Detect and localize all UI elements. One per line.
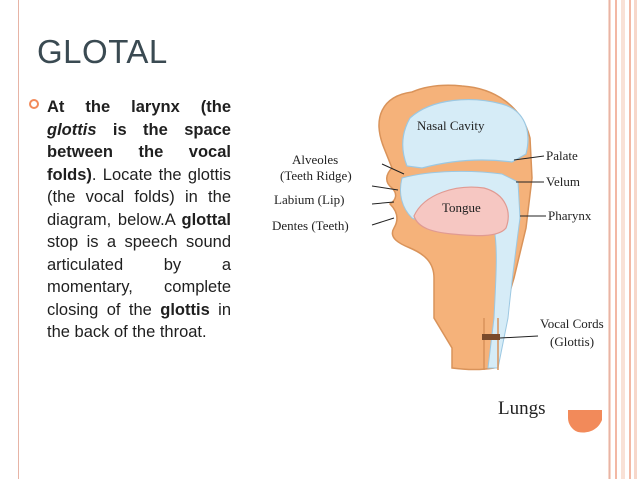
label-glottis: (Glottis) bbox=[550, 334, 594, 349]
label-teeth-ridge: (Teeth Ridge) bbox=[280, 168, 352, 183]
label-palate: Palate bbox=[546, 148, 578, 163]
bullet-icon bbox=[29, 99, 39, 109]
label-alveoles: Alveoles bbox=[292, 152, 338, 167]
label-labium: Labium (Lip) bbox=[274, 192, 344, 207]
text-segment-1b: is the space between the vocal folds) bbox=[47, 120, 231, 184]
label-tongue: Tongue bbox=[442, 200, 481, 215]
body-paragraph: At the larynx (the glottis is the space … bbox=[47, 96, 231, 344]
label-pharynx: Pharynx bbox=[548, 208, 592, 223]
glottal-bold: glottal bbox=[181, 210, 232, 229]
slide-title: GLOTAL bbox=[37, 33, 168, 70]
label-lungs: Lungs bbox=[498, 398, 546, 419]
text-segment-4: stop is a speech sound articulated by a … bbox=[47, 233, 231, 319]
decorative-orange-shape bbox=[568, 410, 602, 433]
text-segment-2: . Locate the glottis (the vocal folds) i… bbox=[47, 165, 231, 229]
glottis-bold: glottis bbox=[160, 300, 210, 319]
glottis-italic: glottis bbox=[47, 120, 97, 139]
label-dentes: Dentes (Teeth) bbox=[272, 218, 349, 233]
label-velum: Velum bbox=[546, 174, 580, 189]
label-nasal-cavity: Nasal Cavity bbox=[417, 118, 485, 133]
vocal-tract-diagram: Nasal Cavity Palate Alveoles (Teeth Ridg… bbox=[272, 84, 604, 419]
text-segment-1: At the larynx (the bbox=[47, 98, 231, 116]
nasal-cavity-shape bbox=[402, 99, 529, 169]
slide-frame bbox=[18, 0, 610, 479]
text-segment-6: in the back of the throat. bbox=[47, 300, 231, 342]
label-vocal-cords: Vocal Cords bbox=[540, 316, 604, 331]
tongue-shape bbox=[413, 186, 509, 237]
